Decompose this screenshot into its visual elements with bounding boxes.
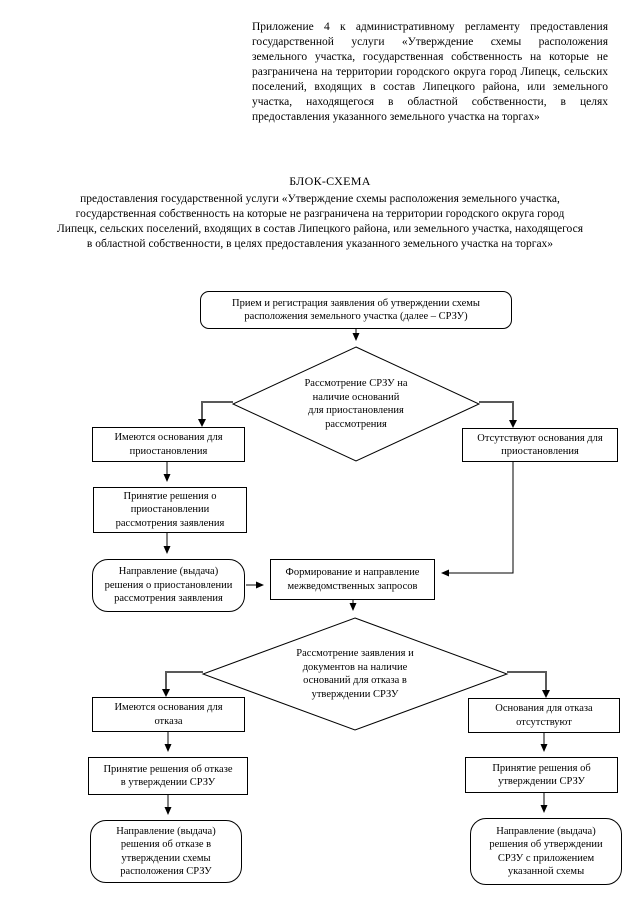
- node-issue-approval: Направление (выдача) решения об утвержде…: [470, 818, 622, 885]
- page-title: БЛОК-СХЕМА: [289, 174, 371, 188]
- node-issue-refusal: Направление (выдача) решения об отказе в…: [90, 820, 242, 883]
- node-decision-review-refusal: Рассмотрение заявления и документов на н…: [296, 648, 414, 700]
- annex-note: Приложение 4 к административному регламе…: [252, 21, 608, 123]
- node-grounds-refusal-absent: Основания для отказа отсутствуют: [468, 698, 620, 733]
- node-start: Прием и регистрация заявления об утвержд…: [200, 291, 512, 329]
- node-decide-suspension: Принятие решения о приостановлении рассм…: [93, 487, 247, 533]
- node-grounds-suspension-absent: Отсутствуют основания для приостановлени…: [462, 428, 618, 462]
- elbow-decision2-left: [165, 671, 203, 689]
- elbow-decision2-right: [507, 671, 547, 690]
- node-grounds-suspension-exist: Имеются основания для приостановления: [92, 427, 245, 462]
- decision2-diamond: [201, 617, 509, 731]
- straight-connectors: [163, 329, 548, 815]
- arrow-no-grounds-to-requests: [441, 462, 514, 577]
- elbow-arrowheads: [162, 419, 550, 698]
- node-decide-approval: Принятие решения об утверждении СРЗУ: [465, 757, 618, 793]
- decision1-diamond: [231, 346, 481, 462]
- node-grounds-refusal-exist: Имеются основания для отказа: [92, 697, 245, 732]
- node-interagency-requests: Формирование и направление межведомствен…: [270, 559, 435, 600]
- page-subtitle: предоставления государственной услуги «У…: [57, 193, 583, 250]
- node-decision-review-suspension: Рассмотрение СРЗУ на наличие оснований д…: [304, 378, 408, 430]
- node-issue-suspension: Направление (выдача) решения о приостано…: [92, 559, 245, 612]
- elbow-connectors: [165, 401, 547, 690]
- elbow-decision1-right: [479, 401, 514, 420]
- node-decide-refusal: Принятие решения об отказе в утверждении…: [88, 757, 248, 795]
- elbow-decision1-left: [201, 401, 233, 419]
- decision-shapes: [201, 346, 509, 731]
